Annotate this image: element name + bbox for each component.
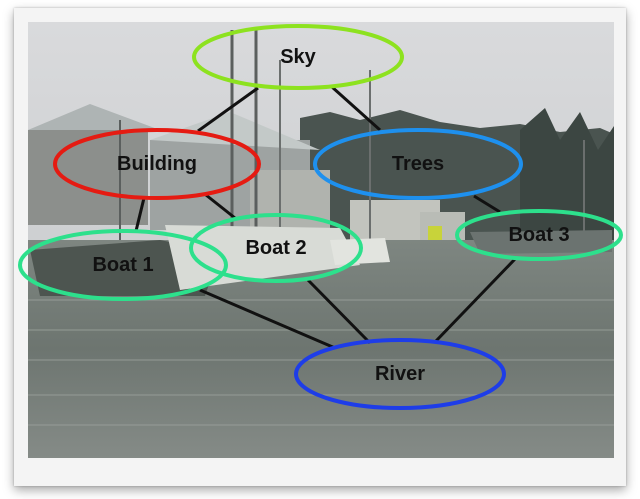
node-label-boat3: Boat 3 <box>508 224 569 246</box>
edge-boat1-river <box>199 288 336 350</box>
node-boat2: Boat 2 <box>189 213 363 283</box>
node-boat3: Boat 3 <box>455 209 623 261</box>
node-label-sky: Sky <box>280 46 316 68</box>
edge-sky-trees <box>330 85 382 132</box>
node-label-boat1: Boat 1 <box>92 254 153 276</box>
edge-building-boat1 <box>134 197 146 232</box>
edge-trees-boat3 <box>473 194 501 214</box>
edge-sky-building <box>197 86 259 133</box>
node-label-building: Building <box>117 153 197 175</box>
node-sky: Sky <box>192 24 404 90</box>
edges <box>134 85 518 350</box>
node-label-river: River <box>375 363 425 385</box>
node-boat1: Boat 1 <box>18 229 228 301</box>
node-label-boat2: Boat 2 <box>245 237 306 259</box>
node-river: River <box>294 338 506 410</box>
edge-boat2-river <box>306 278 372 345</box>
edge-building-boat2 <box>205 193 236 220</box>
node-building: Building <box>53 128 261 200</box>
edge-boat3-river <box>434 256 518 343</box>
node-trees: Trees <box>313 128 523 200</box>
node-label-trees: Trees <box>392 153 444 175</box>
